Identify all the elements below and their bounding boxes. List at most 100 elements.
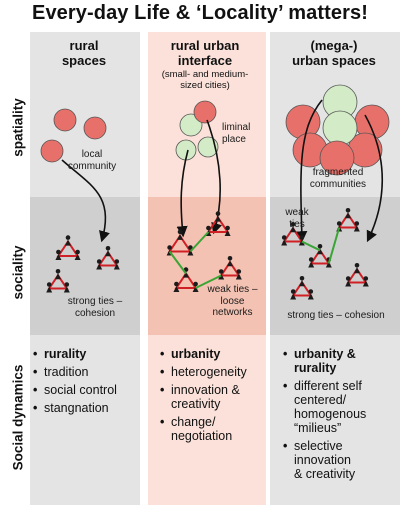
arrow-urban-right bbox=[364, 114, 384, 243]
dynamics-list-interface: urbanity heterogeneity innovation & creati… bbox=[160, 347, 265, 447]
strong-tie-triangle bbox=[97, 250, 119, 267]
person-node bbox=[96, 263, 103, 270]
strong-tie-triangle bbox=[219, 260, 241, 277]
person-node bbox=[235, 273, 242, 280]
fragment-circle bbox=[322, 110, 358, 146]
person-node bbox=[353, 225, 360, 232]
person-node bbox=[225, 225, 230, 231]
strong-tie-triangle bbox=[346, 267, 368, 284]
person-node bbox=[227, 260, 233, 267]
person-node bbox=[299, 235, 305, 240]
person-node bbox=[281, 239, 288, 246]
strong-tie-triangle bbox=[337, 212, 359, 229]
person-node bbox=[192, 286, 199, 292]
weak-tie-line bbox=[168, 250, 187, 275]
person-node bbox=[345, 280, 352, 287]
person-node bbox=[354, 221, 360, 226]
person-node bbox=[105, 246, 111, 251]
person-node bbox=[55, 269, 61, 274]
dynamics-item: social control bbox=[33, 383, 143, 397]
person-node bbox=[188, 245, 193, 250]
person-node bbox=[290, 222, 296, 227]
person-node bbox=[363, 276, 369, 281]
dynamics-item: innovation & creativity bbox=[160, 383, 265, 411]
person-node bbox=[308, 261, 315, 268]
dynamics-list-rural: ruralitytraditionsocial controlstangnati… bbox=[33, 347, 143, 419]
person-node bbox=[74, 254, 81, 260]
strong-tie-triangle bbox=[174, 271, 198, 289]
fragment-circle bbox=[319, 140, 355, 176]
person-node bbox=[55, 273, 61, 280]
person-node bbox=[308, 257, 314, 262]
person-node bbox=[63, 286, 70, 293]
person-node bbox=[281, 235, 287, 240]
person-node bbox=[56, 249, 61, 255]
arrow-urban-left bbox=[296, 99, 323, 243]
dynamics-list-urban: urbanity & rurality different self center… bbox=[283, 347, 398, 485]
person-node bbox=[167, 245, 172, 250]
dynamics-item: different self centered/ homogenous “mil… bbox=[283, 379, 398, 435]
strong-tie-triangle bbox=[167, 234, 193, 253]
arrow-interface-left bbox=[176, 149, 189, 238]
community-circle bbox=[193, 100, 217, 124]
person-node bbox=[174, 281, 179, 287]
arrow-rural bbox=[61, 159, 110, 243]
dynamics-item: urbanity bbox=[160, 347, 265, 361]
person-node bbox=[113, 263, 120, 270]
person-node bbox=[215, 211, 221, 216]
person-node bbox=[307, 293, 314, 300]
person-node bbox=[345, 208, 351, 213]
person-node bbox=[46, 286, 53, 293]
person-node bbox=[345, 212, 351, 219]
strong-tie-triangle bbox=[206, 215, 230, 233]
person-node bbox=[65, 239, 71, 246]
panel-sociality bbox=[270, 197, 400, 335]
person-node bbox=[345, 276, 351, 281]
person-node bbox=[193, 281, 198, 287]
strong-tie-triangle bbox=[291, 280, 313, 297]
person-node bbox=[299, 280, 305, 287]
row-label-spatiality: spatiality bbox=[10, 98, 26, 157]
strong-tie-triangle bbox=[309, 248, 331, 265]
person-node bbox=[46, 282, 52, 287]
person-node bbox=[183, 271, 189, 278]
person-node bbox=[177, 229, 183, 235]
person-node bbox=[308, 289, 314, 294]
person-node bbox=[362, 280, 369, 287]
person-node bbox=[290, 293, 297, 300]
person-node bbox=[64, 282, 70, 287]
dynamics-item: tradition bbox=[33, 365, 143, 379]
person-node bbox=[336, 221, 342, 226]
subheading-small-medium-cities: (small- and medium- sized cities) bbox=[161, 69, 249, 91]
label-weak-ties-urban: weak ties bbox=[285, 207, 309, 230]
heading-rural-urban-interface: rural urban interface bbox=[170, 38, 240, 68]
dynamics-item: selective innovation & creativity bbox=[283, 439, 398, 481]
person-node bbox=[354, 267, 360, 274]
person-node bbox=[227, 255, 233, 261]
label-weak-ties-loose-networks: weak ties – loose networks bbox=[207, 284, 258, 318]
person-node bbox=[177, 233, 183, 240]
person-node bbox=[114, 259, 120, 264]
community-circle bbox=[83, 116, 107, 140]
person-node bbox=[206, 225, 211, 231]
person-node bbox=[224, 230, 231, 236]
dynamics-item: change/ negotiation bbox=[160, 415, 265, 443]
person-node bbox=[96, 259, 102, 264]
row-label-social-dynamics: Social dynamics bbox=[10, 364, 26, 471]
person-node bbox=[55, 254, 62, 260]
weak-tie-line bbox=[189, 231, 210, 253]
panel-sociality bbox=[148, 197, 266, 335]
dynamics-item: urbanity & rurality bbox=[283, 347, 398, 375]
strong-tie-triangle bbox=[56, 239, 80, 257]
person-node bbox=[75, 249, 80, 255]
label-liminal-place: liminal place bbox=[222, 122, 251, 145]
person-node bbox=[317, 244, 323, 249]
person-node bbox=[290, 226, 296, 233]
panel-social-dynamics bbox=[30, 335, 140, 505]
dynamics-item: stangnation bbox=[33, 401, 143, 415]
dynamics-item: heterogeneity bbox=[160, 365, 265, 379]
heading-rural-spaces: rural spaces bbox=[61, 38, 107, 68]
weak-tie-line bbox=[301, 240, 321, 252]
person-node bbox=[325, 261, 332, 268]
person-node bbox=[105, 250, 111, 257]
